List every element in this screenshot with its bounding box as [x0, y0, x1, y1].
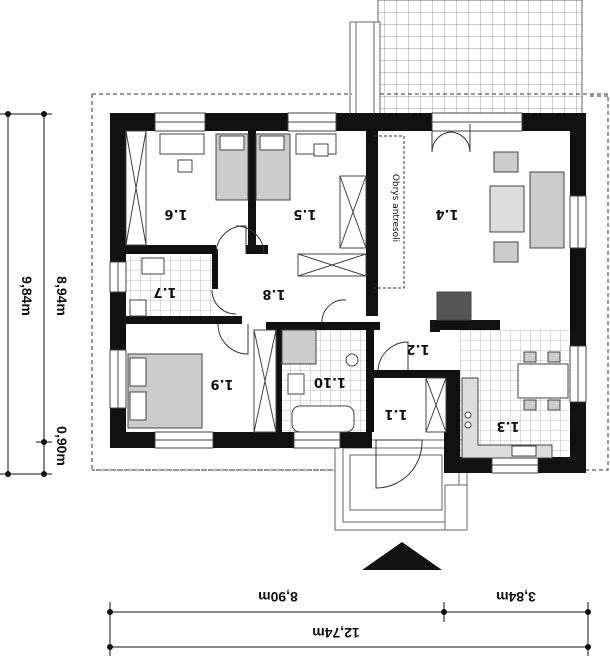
room-1.9-label: 1.9 [210, 376, 233, 391]
roof-outline [92, 93, 609, 471]
room-1.2-label: 1.2 [406, 341, 429, 356]
dimension-markers-bottom [107, 609, 591, 650]
living-furniture [436, 151, 565, 321]
entrance-arrow [362, 542, 442, 570]
wardrobes [125, 130, 447, 433]
dim-bottom-left: 8,90m [258, 589, 298, 605]
entrance-steps [334, 439, 468, 531]
dim-left-offset: 0,90m [54, 426, 70, 466]
room-1.7-label: 1.7 [153, 284, 176, 299]
mezzanine-outline [374, 135, 405, 289]
dim-bottom-right: 3,84m [496, 589, 536, 605]
dimension-markers-left [5, 111, 47, 477]
room-1.8-label: 1.8 [262, 286, 285, 301]
room-1.6-label: 1.6 [164, 206, 187, 221]
kitchen-counter [461, 377, 553, 459]
dim-left-inner: 8,94m [54, 276, 70, 316]
desks [159, 133, 337, 173]
room-1.5-label: 1.5 [293, 206, 316, 221]
room-1.1-label: 1.1 [384, 406, 407, 421]
room-1.3-label: 1.3 [496, 418, 519, 433]
room-1.10-label: 1.10 [314, 374, 346, 389]
room-1.4-label: 1.4 [435, 206, 458, 221]
bath-fixtures [129, 257, 359, 433]
dining-table [517, 351, 569, 411]
dim-left-outer: 9,84m [19, 276, 35, 316]
terrace [349, 0, 583, 117]
windows [109, 112, 587, 474]
beds [127, 133, 291, 429]
dim-bottom-total: 12,74m [312, 625, 359, 641]
mezzanine-label: Obrys antresoli [390, 174, 400, 242]
doors [211, 124, 471, 489]
